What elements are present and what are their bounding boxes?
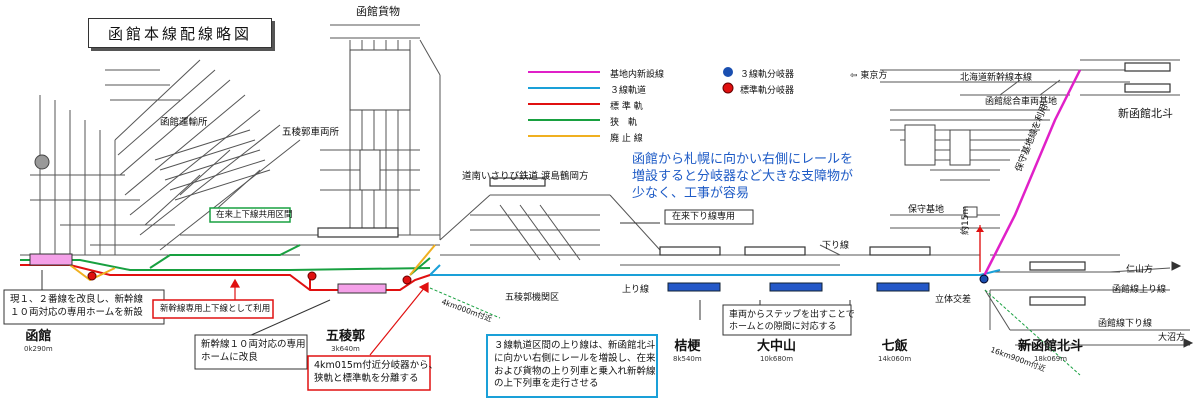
label-shinkansen-line: 北海道新幹線本線: [960, 73, 1033, 83]
label-hakodate-freight: 函館貨物: [356, 5, 400, 18]
diagram-title: 函館本線配線略図: [88, 18, 272, 48]
label-about-15m: 約15m: [961, 205, 971, 235]
label-up-line: 上り線: [622, 285, 650, 295]
kikyo-platform: [667, 282, 721, 292]
label-down-main: 函館線下り線: [1098, 319, 1153, 329]
label-up-main: 函館線上り線: [1112, 285, 1167, 295]
nanae-platform: [876, 282, 930, 292]
label-goryokaku-depot: 五稜郭車両所: [282, 127, 340, 138]
note-split: 4km015m付近分岐器から、 狭軌と標準軌を分離する: [314, 360, 439, 384]
station-kikyo: 桔梗 8k540m: [673, 339, 702, 363]
gray-tracks: [20, 24, 1190, 346]
label-nishiyama: 仁山方: [1126, 265, 1154, 275]
label-onuma: 大沼方: [1158, 333, 1186, 343]
note-up-line: ３線軌道区間の上り線は、新函館北斗 に向かい右側にレールを増設し、在来 および貨…: [494, 340, 656, 390]
note-shared-section: 在来上下線共用区間: [216, 210, 293, 220]
station-goryokaku: 五稜郭 3k640m: [326, 329, 366, 353]
note-shinkansen-dedicated: 新幹線専用上下線として利用: [160, 304, 271, 314]
legend-three-rail-switch: ３線軌分岐器: [740, 70, 795, 80]
three-rail-switch: [979, 274, 989, 284]
note-right-side: 函館から札幌に向かい右側にレールを 増設すると分岐器など大きな支障物が 少なく、…: [632, 152, 854, 201]
note-down-only: 在来下り線専用: [672, 212, 736, 222]
label-tokyo-dir: ⇦ 東京方: [850, 71, 888, 81]
legend-lines: [528, 67, 734, 137]
buildings: [349, 49, 978, 218]
station-shin-hakodate-hokuto: 新函館北斗 18k069m: [1018, 339, 1084, 363]
legend-standard: 標 準 軌: [610, 102, 643, 112]
label-rolling-base: 函館総合車両基地: [985, 97, 1058, 107]
label-grade-sep: 立体交差: [935, 295, 972, 305]
three-rail-track: [430, 269, 1001, 276]
note-step: 車両からステップを出すことで ホームとの隙間に対応する: [729, 310, 855, 333]
label-goryokaku-yard: 五稜郭機関区: [505, 293, 560, 303]
standard-gauge-track: [20, 264, 431, 291]
legend-three-rail: ３線軌道: [610, 86, 647, 96]
legend-new-line: 基地内新設線: [610, 70, 665, 80]
standard-switch-1: [87, 271, 97, 281]
label-shin-hakodate-top: 新函館北斗: [1118, 107, 1173, 120]
legend-abolished: 廃 止 線: [610, 134, 643, 144]
onakayama-platform: [769, 282, 823, 292]
note-goryokaku-platform: 新幹線１０両対応の専用 ホームに改良: [201, 339, 306, 363]
label-maint-base: 保守基地: [908, 205, 945, 215]
hakodate-shinkansen-platform: [29, 253, 73, 266]
station-onakayama: 大中山 10k680m: [757, 339, 797, 363]
standard-switch-2: [307, 271, 317, 281]
label-hakodate-depot: 函館運輸所: [160, 117, 208, 128]
standard-switch-3: [402, 275, 412, 285]
label-down-line: 下り線: [822, 241, 850, 251]
legend-narrow: 狭 軌: [610, 118, 638, 128]
station-hakodate: 函館 0k290m: [24, 329, 53, 353]
platforms: [317, 62, 1171, 306]
goryokaku-shinkansen-platform: [337, 283, 387, 294]
legend-standard-switch: 標準軌分岐器: [740, 86, 795, 96]
note-current-platform: 現１、２番線を改良し、新幹線 １０両対応の専用ホームを新設: [10, 294, 144, 318]
new-base-line: [981, 69, 1082, 279]
station-nanae: 七飯 14k060m: [878, 339, 912, 363]
depot-marker: [34, 154, 50, 170]
label-dounan-line: 道南いさりび鉄道 渡島鶴岡方: [462, 171, 589, 182]
